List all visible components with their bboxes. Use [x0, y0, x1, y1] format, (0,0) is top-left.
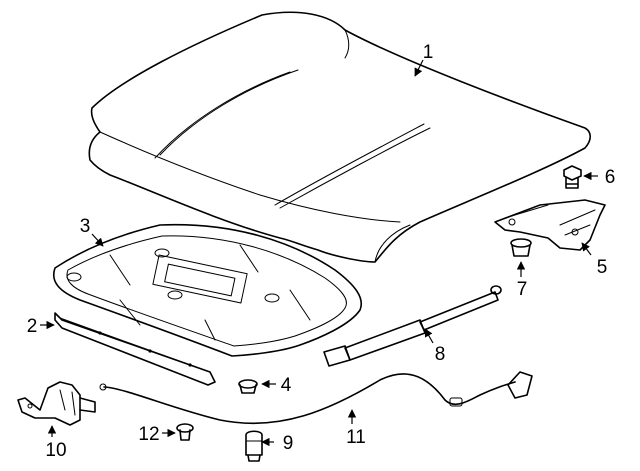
latch-icon [17, 381, 96, 426]
bumper-icon [238, 379, 258, 394]
hinge-nut-icon [510, 238, 532, 257]
callout-6: 6 [605, 167, 616, 188]
callouts: 1 2 3 4 5 6 7 8 9 10 11 12 [27, 42, 616, 461]
release-cable-icon [99, 371, 533, 425]
callout-10: 10 [45, 440, 66, 461]
callout-3: 3 [80, 216, 91, 237]
retainer-icon [176, 423, 194, 441]
front-seal-icon [54, 312, 216, 386]
callout-4: 4 [281, 375, 292, 396]
hinge-bolt-icon [563, 165, 582, 189]
callout-8: 8 [435, 344, 446, 365]
clip-icon [245, 430, 263, 462]
callout-5: 5 [597, 257, 608, 278]
callout-12: 12 [138, 424, 159, 445]
callout-1: 1 [423, 42, 434, 63]
support-strut-icon [323, 285, 502, 367]
callout-9: 9 [283, 433, 294, 454]
hood-icon [88, 11, 592, 263]
hood-insulator-icon [53, 223, 362, 357]
callout-11: 11 [346, 427, 366, 448]
leader-lines [40, 59, 598, 447]
callout-2: 2 [27, 316, 38, 337]
callout-7: 7 [517, 279, 528, 300]
